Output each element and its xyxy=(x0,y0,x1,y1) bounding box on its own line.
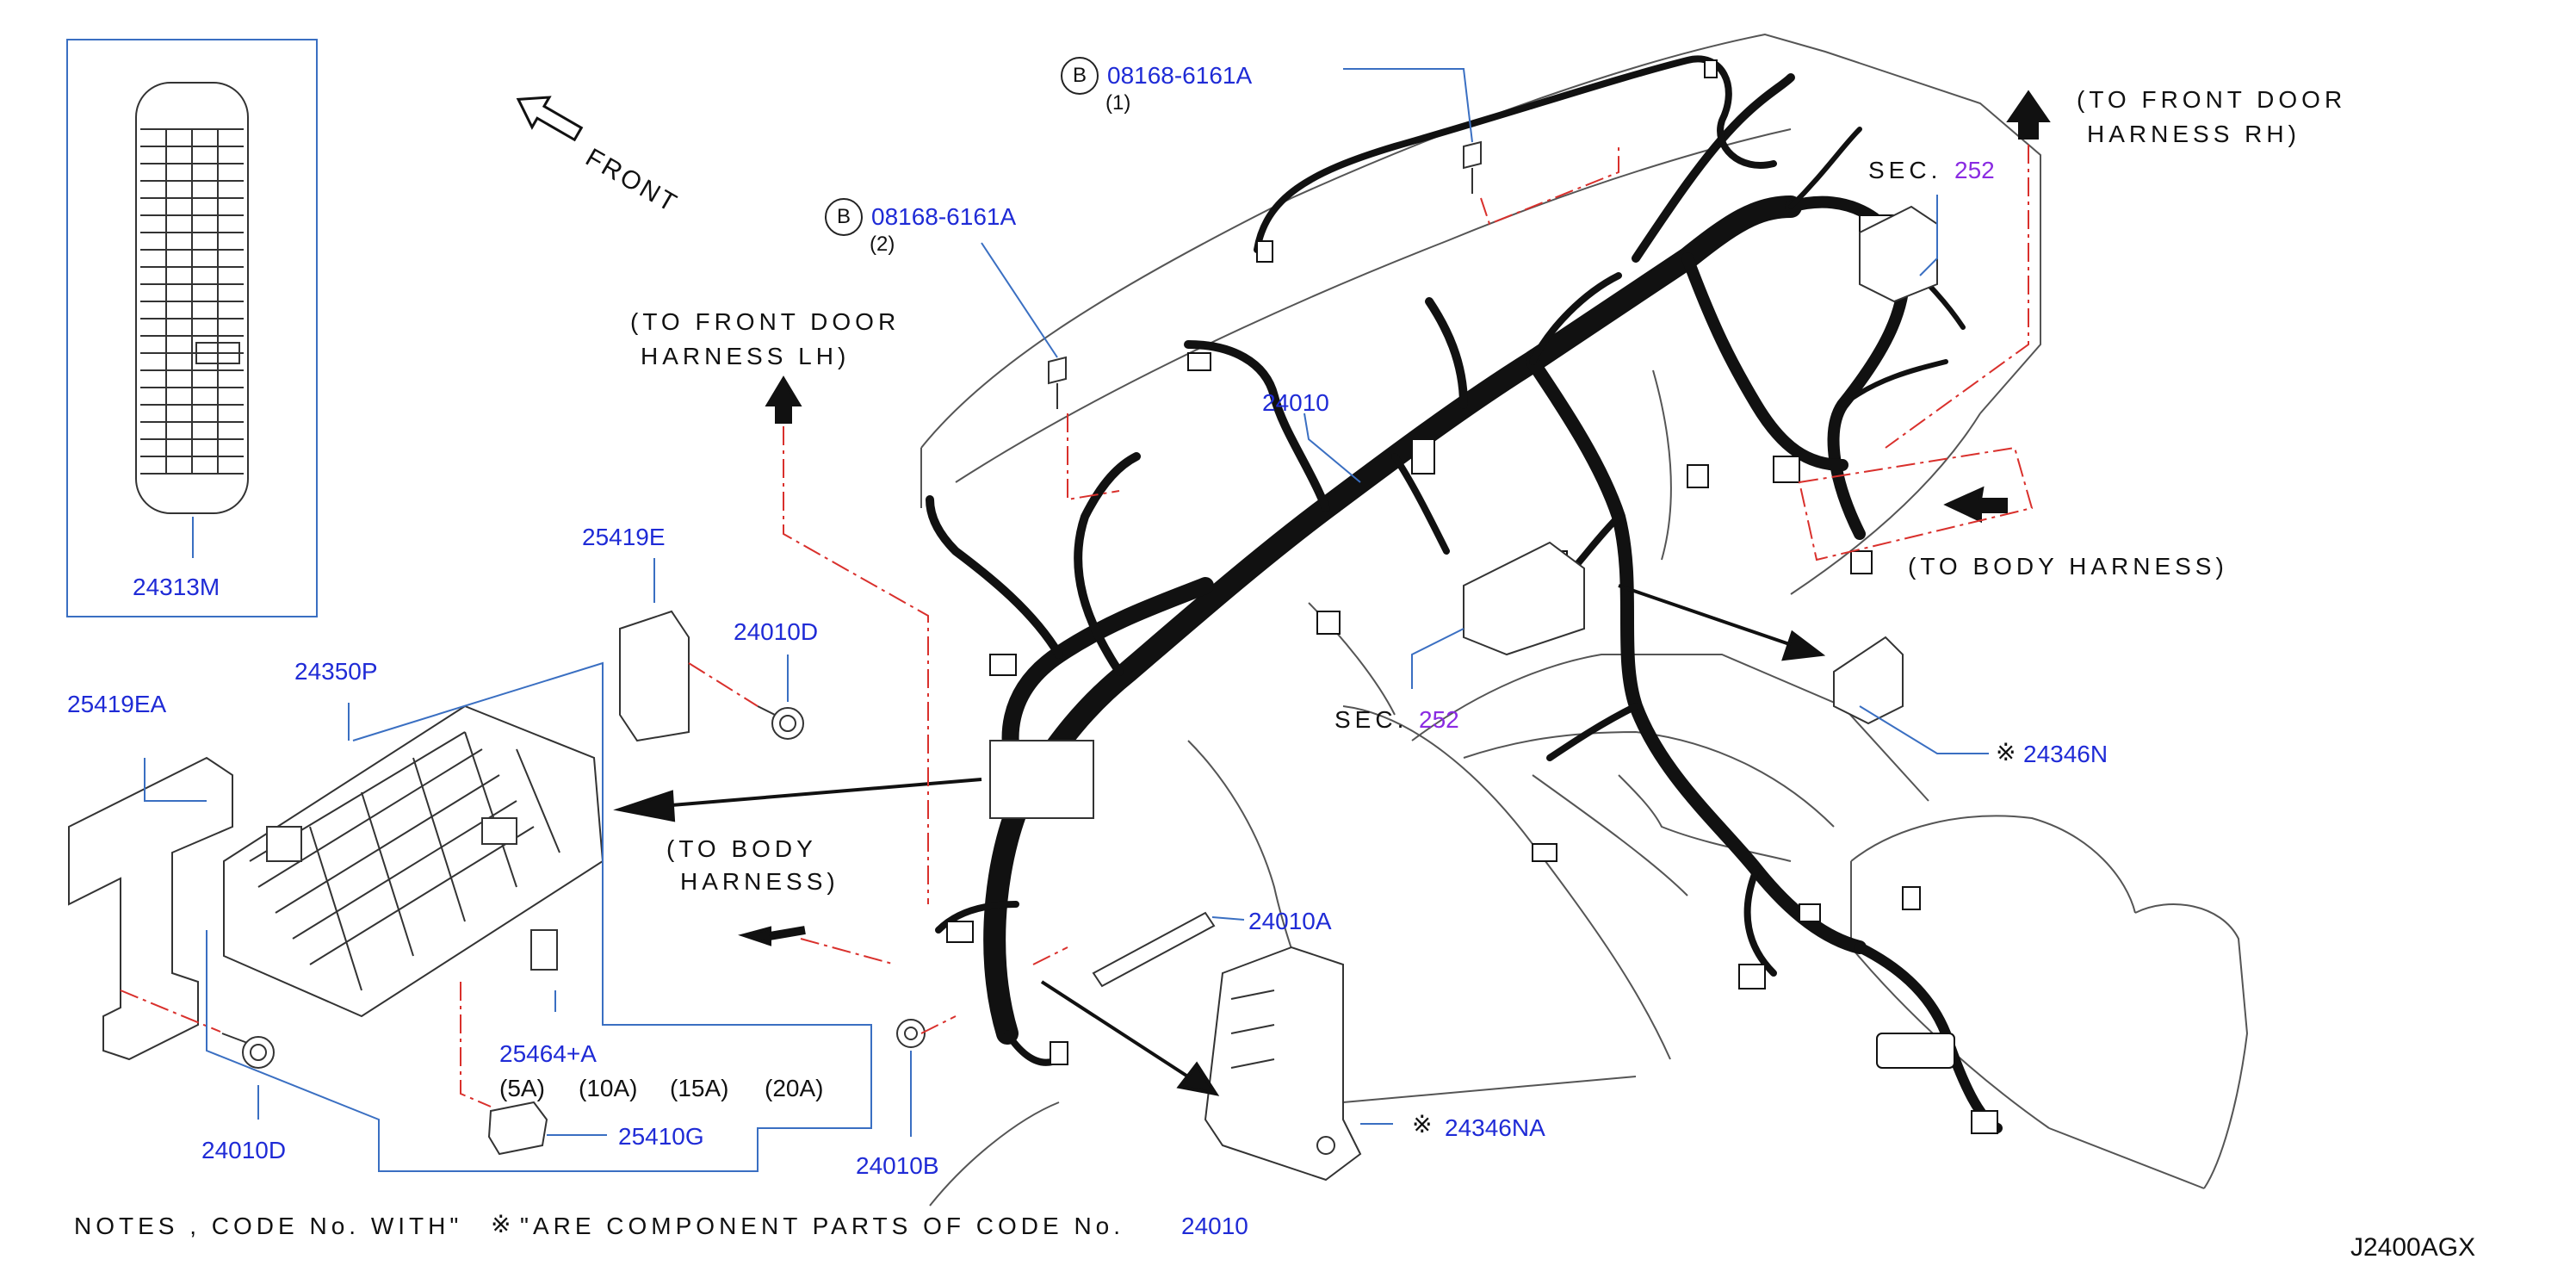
sec-top-label: SEC. xyxy=(1868,157,1942,183)
notes-component-mark: ※ xyxy=(491,1211,511,1238)
to-front-door-lh-line2: HARNESS LH) xyxy=(641,343,851,369)
part-24010d-top-label: 24010D xyxy=(734,618,819,645)
bolt-08168-1-icon xyxy=(1463,140,1482,194)
part-24350p-label: 24350P xyxy=(294,658,378,685)
front-arrow-icon xyxy=(516,96,584,142)
bolt-marker-1: B xyxy=(1061,57,1099,95)
clip-24346n-drawing xyxy=(1833,636,1904,725)
to-body-harness-right: (TO BODY HARNESS) xyxy=(1908,553,2228,580)
relay-block-drawing xyxy=(989,205,1938,819)
part-25410g-label: 25410G xyxy=(618,1123,704,1150)
to-front-door-lh-line1: (TO FRONT DOOR xyxy=(630,308,901,335)
part-08168-2-qty: (2) xyxy=(870,233,895,256)
clip-24010a-drawing xyxy=(1092,911,1216,988)
to-front-door-rh-line1: (TO FRONT DOOR xyxy=(2077,86,2347,113)
part-24346n-label: 24346N xyxy=(2023,741,2108,767)
fuse-rating-10a: (10A) xyxy=(579,1075,638,1101)
bracket-25419ea-drawing xyxy=(68,756,233,1061)
part-24346na-label: 24346NA xyxy=(1445,1114,1545,1141)
component-mark-24346na: ※ xyxy=(1412,1111,1433,1138)
notes-suffix: "ARE COMPONENT PARTS OF CODE No. xyxy=(520,1213,1125,1239)
notes-code: 24010 xyxy=(1181,1213,1248,1239)
fuse-rating-15a: (15A) xyxy=(670,1075,729,1101)
fuse-panel-inset-frame xyxy=(66,39,318,617)
fuse-rating-5a: (5A) xyxy=(499,1075,545,1101)
fuse-panel-drawing xyxy=(135,82,249,514)
part-24010-label: 24010 xyxy=(1262,389,1329,416)
part-08168-2-label: 08168-6161A xyxy=(871,203,1017,230)
bolt-24010d-top-icon xyxy=(757,705,804,740)
diagram-id: J2400AGX xyxy=(2350,1233,2476,1262)
sec-mid-label: SEC. xyxy=(1334,706,1409,733)
sec-mid-number: 252 xyxy=(1419,706,1459,733)
direction-arrows xyxy=(613,90,2051,1096)
part-24010a-label: 24010A xyxy=(1248,908,1332,934)
part-08168-1-qty: (1) xyxy=(1105,91,1131,115)
bolt-24010d-bottom-icon xyxy=(221,1033,275,1069)
bolt-08168-2-icon xyxy=(1048,356,1067,409)
part-24010b-label: 24010B xyxy=(856,1152,939,1179)
part-25464a-label: 25464+A xyxy=(499,1040,597,1067)
part-24010d-bottom-label: 24010D xyxy=(201,1137,287,1163)
sec-top-number: 252 xyxy=(1954,157,1995,183)
notes-prefix: NOTES , CODE No. WITH" xyxy=(74,1213,463,1239)
part-25410g-drawing xyxy=(487,1101,548,1156)
to-body-harness-left-line1: (TO BODY xyxy=(666,835,817,862)
bracket-25419e-drawing xyxy=(619,610,690,742)
bolt-marker-2: B xyxy=(825,198,863,236)
bracket-24346na-drawing xyxy=(1204,946,1362,1182)
leader-lines xyxy=(144,68,1989,1172)
phantom-lines xyxy=(120,145,2034,1107)
upper-wire xyxy=(1254,55,1777,253)
to-front-door-rh-line2: HARNESS RH) xyxy=(2087,121,2300,147)
part-08168-1-label: 08168-6161A xyxy=(1107,62,1253,89)
part-25464a-drawing xyxy=(530,929,558,971)
part-24313m-label: 24313M xyxy=(133,574,220,600)
nut-24010b-icon xyxy=(896,1019,926,1048)
to-body-harness-left-line2: HARNESS) xyxy=(680,868,839,895)
fuse-rating-20a: (20A) xyxy=(765,1075,824,1101)
part-25419e-label: 25419E xyxy=(582,524,666,550)
part-25419ea-label: 25419EA xyxy=(67,691,167,717)
component-mark-24346n: ※ xyxy=(1996,739,2016,766)
